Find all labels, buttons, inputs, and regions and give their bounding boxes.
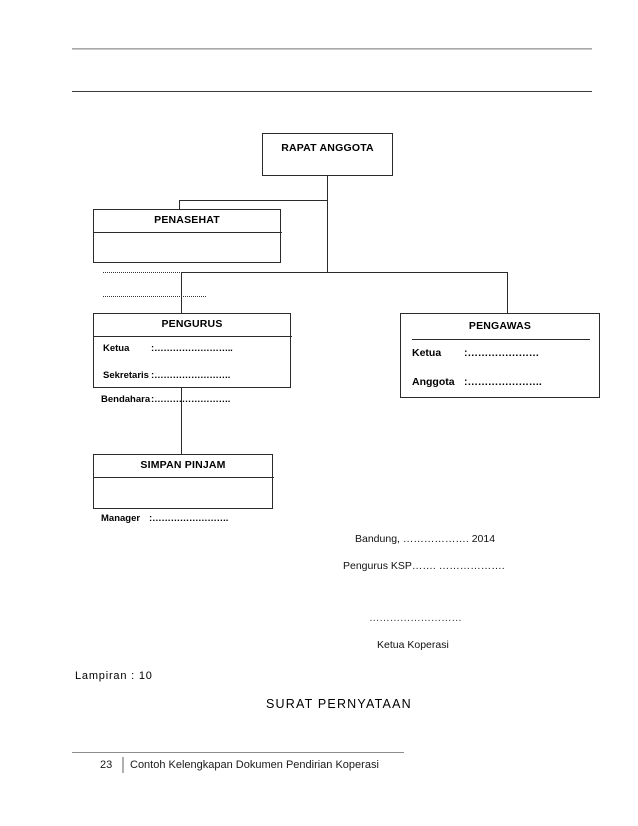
field-simpan-pinjam-manager-colon: : [149, 513, 153, 524]
node-simpan-pinjam-divider [94, 477, 274, 478]
node-penasehat-divider [94, 232, 282, 233]
connector-vertical-pengurus [181, 272, 182, 313]
connector-horizontal-split [181, 272, 508, 273]
field-simpan-pinjam-manager: Manager:……………………. [101, 513, 228, 524]
signature-dotted-line: ……………………… [369, 612, 462, 624]
dotted-line-1 [103, 272, 204, 273]
field-pengurus-bendahara: Bendahara:……………………. [101, 394, 230, 405]
section-heading: SURAT PERNYATAAN [266, 697, 412, 711]
field-pengawas-anggota-label: Anggota [412, 376, 455, 388]
field-pengurus-ketua: Ketua:…………………….. [103, 343, 233, 354]
footer-rule [72, 752, 404, 753]
field-pengawas-ketua-label: Ketua [412, 347, 442, 359]
node-pengurus-title: PENGURUS [161, 318, 223, 330]
node-pengawas-divider [412, 339, 590, 340]
field-pengurus-bendahara-colon: : [151, 394, 155, 405]
connector-vertical-simpan-pinjam [181, 388, 182, 454]
header-rule-top [72, 48, 592, 49]
field-pengurus-bendahara-value: ……………………. [154, 394, 231, 405]
node-pengurus-divider [94, 336, 292, 337]
field-pengurus-sekretaris: Sekretaris:……………………. [103, 370, 230, 381]
field-pengurus-ketua-colon: : [151, 343, 155, 354]
field-pengurus-ketua-label: Ketua [103, 343, 130, 354]
field-pengawas-ketua: Ketua:………………… [412, 347, 539, 359]
node-simpan-pinjam-title: SIMPAN PINJAM [140, 459, 226, 471]
node-rapat-anggota: RAPAT ANGGOTA [262, 133, 393, 176]
connector-vertical-penasehat [179, 200, 180, 210]
node-pengawas: PENGAWAS [400, 313, 600, 398]
field-simpan-pinjam-manager-value: ……………………. [152, 513, 229, 524]
field-pengawas-anggota-colon: : [464, 376, 468, 388]
field-pengawas-anggota: Anggota:…………………. [412, 376, 542, 388]
node-penasehat-title: PENASEHAT [154, 214, 220, 226]
footer-separator-bar [122, 757, 124, 773]
closing-place-date: Bandung, ………………. 2014 [355, 533, 496, 545]
node-simpan-pinjam: SIMPAN PINJAM [93, 454, 274, 509]
dotted-line-2 [103, 296, 206, 297]
node-pengawas-title: PENGAWAS [468, 320, 532, 332]
field-pengurus-sekretaris-colon: : [151, 370, 155, 381]
field-simpan-pinjam-manager-label: Manager [101, 513, 141, 524]
field-pengawas-anggota-value: …………………. [467, 376, 542, 388]
node-pengurus: PENGURUS [93, 313, 292, 388]
field-pengawas-ketua-colon: : [464, 347, 468, 359]
connector-vertical-main [327, 176, 328, 273]
field-pengurus-sekretaris-value: ……………………. [154, 370, 231, 381]
connector-horizontal-penasehat [179, 200, 328, 201]
closing-org-line: Pengurus KSP……. ………………. [343, 560, 505, 572]
field-pengawas-ketua-value: ………………… [467, 347, 540, 359]
connector-vertical-pengawas [507, 272, 508, 313]
signer-title: Ketua Koperasi [377, 639, 449, 651]
field-pengurus-bendahara-label: Bendahara [101, 394, 151, 405]
field-pengurus-ketua-value: …………………….. [154, 343, 233, 354]
attachment-label: Lampiran : 10 [75, 670, 153, 682]
footer-page-number: 23 [100, 759, 113, 771]
header-rule-second [72, 91, 592, 92]
node-rapat-anggota-title: RAPAT ANGGOTA [281, 142, 374, 154]
footer-title: Contoh Kelengkapan Dokumen Pendirian Kop… [130, 759, 379, 771]
field-pengurus-sekretaris-label: Sekretaris [103, 370, 149, 381]
node-penasehat: PENASEHAT [93, 209, 282, 263]
